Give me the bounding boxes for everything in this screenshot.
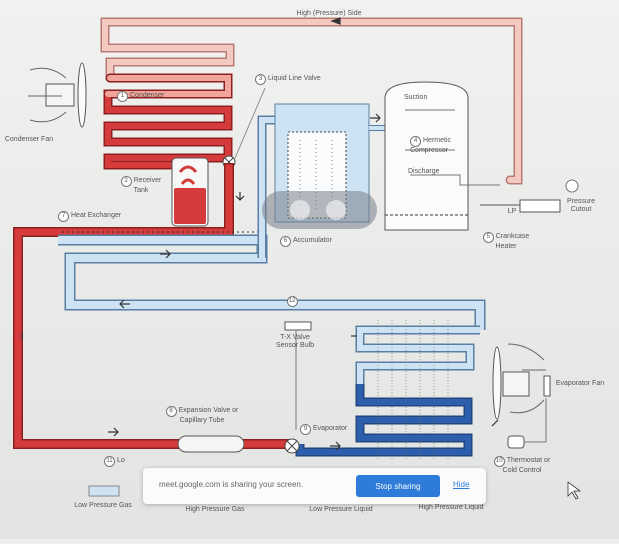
legend-low-pressure-gas: Low Pressure Gas <box>74 502 132 509</box>
hermetic-compressor-icon <box>384 81 500 231</box>
evaporator-fan-icon <box>492 343 551 420</box>
flow-arrows <box>21 17 499 451</box>
high-pressure-gas-line <box>100 17 523 185</box>
stop-icon[interactable] <box>326 200 346 220</box>
share-message: meet.google.com is sharing your screen. <box>159 480 304 489</box>
suction-label: Suction <box>404 94 428 101</box>
legend-low-pressure-liquid: Low Pressure Liquid <box>309 506 373 513</box>
pressure-cutout-label: Pressure Cutout <box>566 198 595 213</box>
pause-icon[interactable] <box>290 200 310 220</box>
evaporator-coil <box>295 320 480 460</box>
legend-high-pressure-liquid: High Pressure Liquid <box>418 504 484 511</box>
condenser-coil <box>103 73 233 170</box>
expansion-valve-icon <box>177 435 300 454</box>
reference-number-label: 12 <box>286 296 300 307</box>
lp-label: LP <box>507 208 517 215</box>
evaporator-fan-label: Evaporator Fan <box>555 380 605 387</box>
mouse-cursor-icon <box>567 481 582 500</box>
pressure-cutout-icon <box>480 179 579 213</box>
tx-valve-sensor-bulb-icon <box>284 321 312 430</box>
stop-sharing-button[interactable]: Stop sharing <box>356 475 440 497</box>
discharge-label: Discharge <box>408 168 440 175</box>
screen-share-controls[interactable] <box>262 191 377 229</box>
receiver-tank-icon <box>171 157 209 227</box>
screen-share-notification: meet.google.com is sharing your screen. … <box>143 468 486 504</box>
tx-valve-sensor-bulb-label: T-X Valve Sensor Bulb <box>275 334 315 349</box>
condenser-fan-icon <box>28 62 87 128</box>
high-pressure-side-label: High (Pressure) Side <box>296 10 362 17</box>
thermostat-icon <box>507 398 547 449</box>
hide-link[interactable]: Hide <box>453 480 470 489</box>
condenser-fan-label: Condenser Fan <box>4 136 54 143</box>
high-pressure-liquid-line <box>13 163 295 449</box>
legend-high-pressure-gas: High Pressure Gas <box>185 506 245 513</box>
